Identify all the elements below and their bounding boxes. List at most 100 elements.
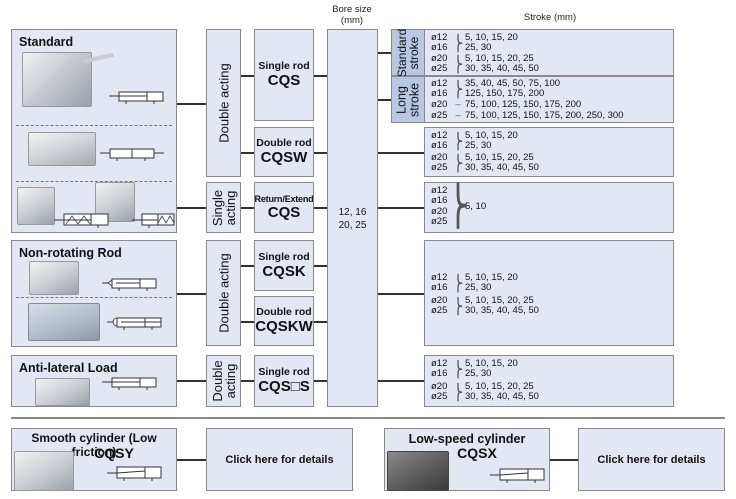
smooth-cylinder-details-link[interactable]: Click here for details (206, 428, 353, 491)
model-cqs-return-extend[interactable]: Return/Extend CQS (254, 182, 314, 233)
single-acting-return-symbol (54, 213, 109, 228)
divider (16, 125, 172, 126)
acting-double-standard: Double acting (206, 29, 241, 177)
connector (314, 380, 327, 382)
stroke-header: Stroke (mm) (523, 12, 577, 23)
connector (241, 152, 254, 154)
cylinder-image (35, 378, 90, 406)
bore-size-label: Bore size (332, 4, 372, 15)
double-acting-double-rod-symbol (100, 148, 164, 161)
cylinder-image (14, 451, 74, 491)
model-type: Single rod (258, 60, 310, 73)
non-rotating-single-rod-symbol (102, 278, 157, 291)
connector (241, 265, 254, 267)
brace-icon: ⎬ (452, 33, 464, 52)
model-code: CQS (267, 203, 301, 221)
group-non-rotating-rod[interactable]: Non-rotating Rod (11, 240, 177, 347)
model-code: CQS□S (258, 378, 310, 396)
cylinder-image (22, 52, 92, 107)
low-speed-cylinder-details-link[interactable]: Click here for details (578, 428, 725, 491)
acting-double-non-rotating: Double acting (206, 240, 241, 346)
connector (241, 75, 254, 77)
brace-icon: ⎬ (452, 131, 464, 150)
smooth-cylinder-symbol (107, 466, 162, 481)
connector (314, 265, 327, 267)
connector (241, 207, 254, 209)
model-cqsw-double-rod[interactable]: Double rod CQSW (254, 127, 314, 177)
acting-single-standard: Single acting (206, 182, 241, 233)
connector (314, 75, 327, 77)
connector (378, 52, 391, 54)
section-divider (11, 417, 725, 419)
non-rotating-double-rod-symbol (107, 317, 162, 330)
group-title: Non-rotating Rod (19, 246, 122, 260)
low-speed-cylinder-symbol (490, 468, 545, 483)
divider (16, 181, 172, 182)
anti-lateral-symbol (102, 377, 157, 390)
group-anti-lateral-load[interactable]: Anti-lateral Load (11, 355, 177, 407)
stroke-label-standard: Standard stroke (391, 28, 425, 77)
acting-label: Double acting (216, 253, 231, 333)
bore-size-values: 12, 16 20, 25 (338, 207, 367, 231)
cylinder-image (29, 261, 79, 295)
cylinder-image (28, 303, 100, 341)
brace-icon: ⎬ (452, 296, 464, 315)
model-type: Single rod (258, 250, 310, 263)
model-cqs-single-rod[interactable]: Single rod CQS (254, 29, 314, 121)
cylinder-image (17, 187, 55, 225)
model-cqskw-double-rod[interactable]: Double rod CQSKW (254, 296, 314, 346)
model-code: CQSW (260, 149, 308, 167)
double-acting-single-rod-symbol (109, 91, 164, 104)
brace-icon: ⎬ (452, 54, 464, 73)
brace-icon: ⎬ (452, 79, 464, 98)
cylinder-image (28, 132, 96, 166)
model-cqsk-single-rod[interactable]: Single rod CQSK (254, 240, 314, 291)
connector (177, 293, 206, 295)
connector (177, 207, 206, 209)
connector (314, 152, 327, 154)
model-type: Double rod (256, 137, 312, 150)
dash-icon: – (455, 99, 461, 110)
bore-size-unit: (mm) (340, 14, 364, 26)
cylinder-image (387, 451, 449, 491)
group-title: Standard (19, 35, 74, 49)
brace-icon: ⎬ (452, 382, 464, 401)
connector (241, 380, 254, 382)
acting-label: Single acting (209, 189, 238, 226)
connector (177, 459, 206, 461)
model-type: Double rod (256, 306, 312, 319)
low-speed-cylinder-box[interactable]: Low-speed cylinder CQSX (384, 428, 550, 491)
connector (314, 207, 327, 209)
stroke-group: ø25 – 75, 100, 125, 150, 175, 200, 250, … (431, 110, 624, 121)
model-code: CQS (267, 72, 301, 90)
connector (378, 293, 424, 295)
model-type: Single rod (258, 366, 310, 379)
group-standard[interactable]: Standard (11, 29, 177, 233)
bore-size-column: 12, 16 20, 25 (327, 29, 378, 407)
connector (241, 321, 254, 323)
connector (177, 103, 206, 105)
connector (378, 207, 424, 209)
model-code: CQSK (262, 262, 306, 280)
stroke-group: ø20 – 75, 100, 125, 150, 175, 200 (431, 99, 582, 110)
smooth-cylinder-code: CQSY (94, 445, 134, 461)
model-cqs-s-single-rod[interactable]: Single rod CQS□S (254, 355, 314, 407)
model-type: Return/Extend (254, 193, 314, 204)
connector (378, 99, 391, 101)
brace-icon: ⎬ (446, 185, 470, 229)
stroke-label-long: Long stroke (391, 76, 425, 123)
smooth-cylinder-box[interactable]: Smooth cylinder (Low friction) CQSY (11, 428, 177, 491)
acting-label: Double acting (216, 63, 231, 143)
dash-icon: – (455, 110, 461, 121)
